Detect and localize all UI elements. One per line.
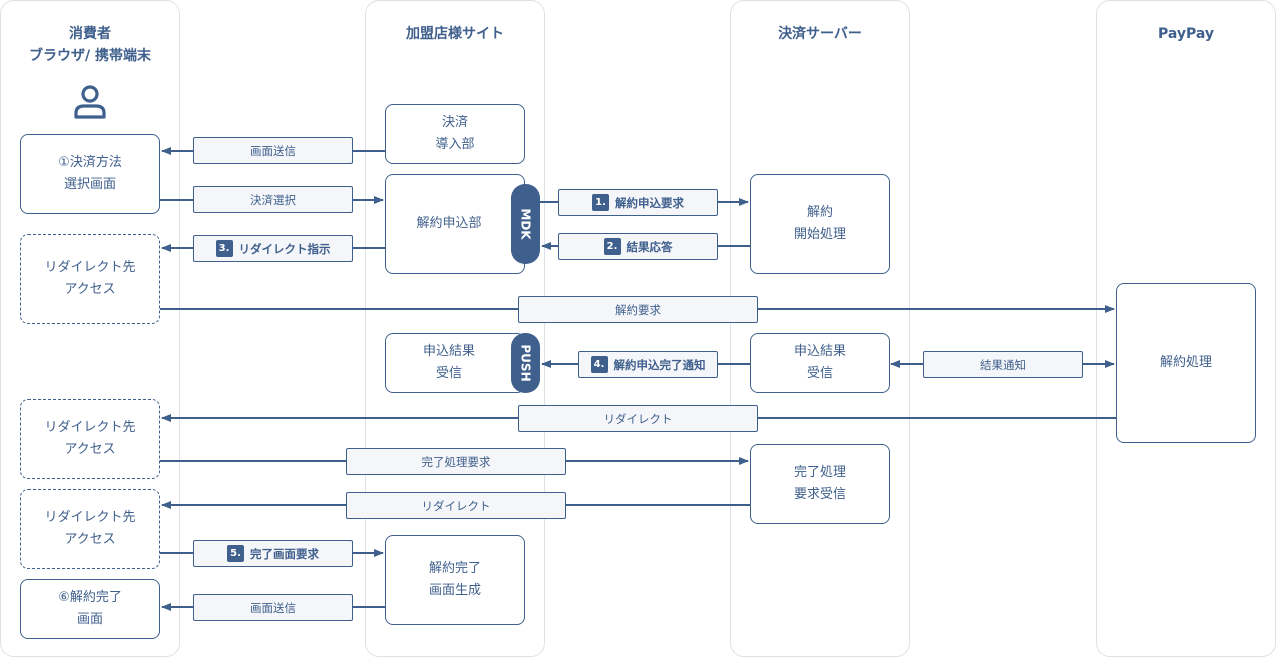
label-text: 完了画面要求: [250, 546, 319, 561]
box-line: 要求受信: [793, 487, 846, 502]
lane-title-line1: 消費者: [69, 26, 111, 42]
box-line: 画面: [76, 612, 103, 627]
cancel-request-unit-box: 解約申込部: [385, 174, 525, 274]
box-line: 完了処理: [793, 465, 846, 480]
box-line: 申込結果: [793, 344, 846, 359]
box-line: 解約: [806, 205, 833, 220]
label-text: 解約申込完了通知: [613, 357, 706, 372]
label-cancel-request: 解約要求: [518, 296, 758, 323]
step-number: 3.: [215, 240, 233, 257]
label-complete-screen-request: 5. 完了画面要求: [193, 540, 353, 567]
label-result-notify: 結果通知: [923, 351, 1083, 378]
label-completion-request: 完了処理要求: [346, 448, 566, 475]
box-line: 選択画面: [63, 177, 116, 192]
box-line: 申込結果: [422, 344, 475, 359]
box-line: 画面生成: [428, 583, 481, 598]
cancel-start-box: 解約 開始処理: [750, 174, 890, 274]
person-icon: [74, 85, 106, 119]
server-result-receive-box: 申込結果 受信: [750, 333, 890, 393]
box-line: アクセス: [64, 442, 116, 457]
box-line: 受信: [806, 366, 833, 381]
pill-text: MDK: [518, 208, 533, 240]
box-line: 解約完了: [428, 561, 481, 576]
label-redirect-1: リダイレクト: [518, 405, 758, 432]
select-screen-box: ①決済方法 選択画面: [20, 134, 160, 214]
box-line: リダイレクト先: [44, 510, 136, 525]
step-number: 4.: [590, 356, 608, 373]
result-receive-box: 申込結果 受信: [385, 333, 525, 393]
cancel-complete-screen-box: ⑥解約完了 画面: [20, 579, 160, 639]
box-line: リダイレクト先: [44, 260, 136, 275]
box-line: 受信: [435, 366, 462, 381]
box-line: アクセス: [64, 532, 116, 547]
lane-title-consumer: 消費者 ブラウザ/ 携帯端末: [1, 23, 179, 67]
box-line: 解約申込部: [416, 216, 482, 231]
step-number: 5.: [227, 545, 244, 562]
completion-request-receive-box: 完了処理 要求受信: [750, 444, 890, 524]
label-text: リダイレクト指示: [238, 241, 331, 256]
step-number: 1.: [592, 194, 609, 211]
label-screen-send-1: 画面送信: [193, 137, 353, 164]
label-cancel-complete-notify: 4. 解約申込完了通知: [578, 351, 718, 378]
redirect-access-box-2: リダイレクト先 アクセス: [20, 399, 160, 479]
lane-title-merchant: 加盟店様サイト: [406, 26, 504, 42]
push-pill: PUSH: [511, 333, 540, 393]
box-line: 解約処理: [1159, 355, 1212, 370]
box-line: 導入部: [435, 137, 475, 152]
lane-title-server: 決済サーバー: [778, 26, 862, 42]
redirect-access-box-3: リダイレクト先 アクセス: [20, 489, 160, 569]
payment-intro-box: 決済 導入部: [385, 104, 525, 164]
box-line: ⑥解約完了: [58, 590, 122, 605]
box-line: 決済: [441, 115, 468, 130]
label-redirect-2: リダイレクト: [346, 492, 566, 519]
label-cancel-request-req: 1. 解約申込要求: [558, 189, 718, 216]
label-result-response: 2. 結果応答: [558, 233, 718, 260]
box-line: アクセス: [64, 282, 116, 297]
label-payment-select: 決済選択: [193, 186, 353, 213]
redirect-access-box-1: リダイレクト先 アクセス: [20, 234, 160, 324]
paypay-cancel-box: 解約処理: [1116, 283, 1256, 443]
label-screen-send-2: 画面送信: [193, 594, 353, 621]
lane-server: 決済サーバー: [730, 0, 910, 657]
lane-title-paypay: PayPay: [1157, 26, 1215, 42]
box-line: 開始処理: [793, 227, 846, 242]
step-number: 2.: [603, 238, 621, 255]
label-redirect-instruction: 3. リダイレクト指示: [193, 235, 353, 262]
label-text: 解約申込要求: [615, 195, 684, 210]
completion-screen-gen-box: 解約完了 画面生成: [385, 535, 525, 625]
label-text: 結果応答: [626, 239, 673, 254]
box-line: ①決済方法: [58, 155, 122, 170]
lane-title-line2: ブラウザ/ 携帯端末: [29, 48, 151, 64]
pill-text: PUSH: [518, 344, 533, 382]
box-line: リダイレクト先: [44, 420, 136, 435]
mdk-pill: MDK: [511, 184, 540, 264]
